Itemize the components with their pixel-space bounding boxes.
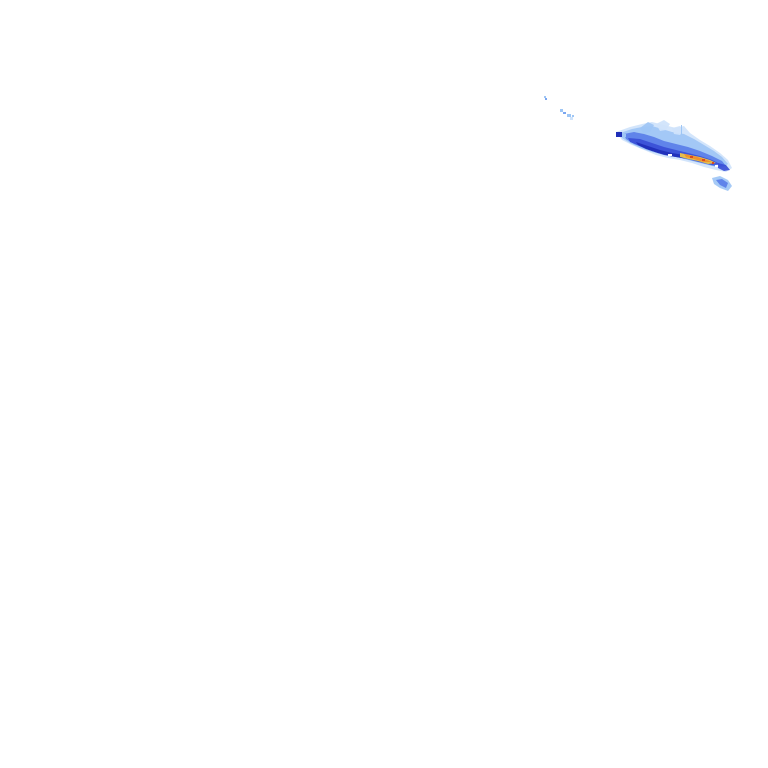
upper-streak-2 xyxy=(656,120,670,131)
trailing-echo xyxy=(712,176,732,191)
left-tip-echo xyxy=(616,132,622,137)
echo-pixel xyxy=(567,114,571,117)
stray-echo-1 xyxy=(544,96,547,100)
upper-streak-1 xyxy=(640,122,654,134)
right-tip xyxy=(718,163,730,171)
echo-pixel xyxy=(572,115,574,117)
left-tip-echo-2 xyxy=(622,134,626,137)
core-gap xyxy=(715,165,719,167)
echo-pixel xyxy=(563,112,566,114)
core-red-1 xyxy=(690,156,693,158)
trailing-echo-medium xyxy=(716,179,728,188)
stray-echo-2 xyxy=(560,109,574,120)
main-band xyxy=(616,120,732,172)
echo-pixel xyxy=(545,98,547,100)
echo-pixel xyxy=(570,117,573,120)
upper-spike xyxy=(681,125,682,135)
core-gap xyxy=(668,154,672,156)
echo-pixel xyxy=(544,96,546,98)
echo-pixel xyxy=(560,109,563,112)
core-red-3 xyxy=(712,162,714,164)
core-red-2 xyxy=(702,159,705,161)
